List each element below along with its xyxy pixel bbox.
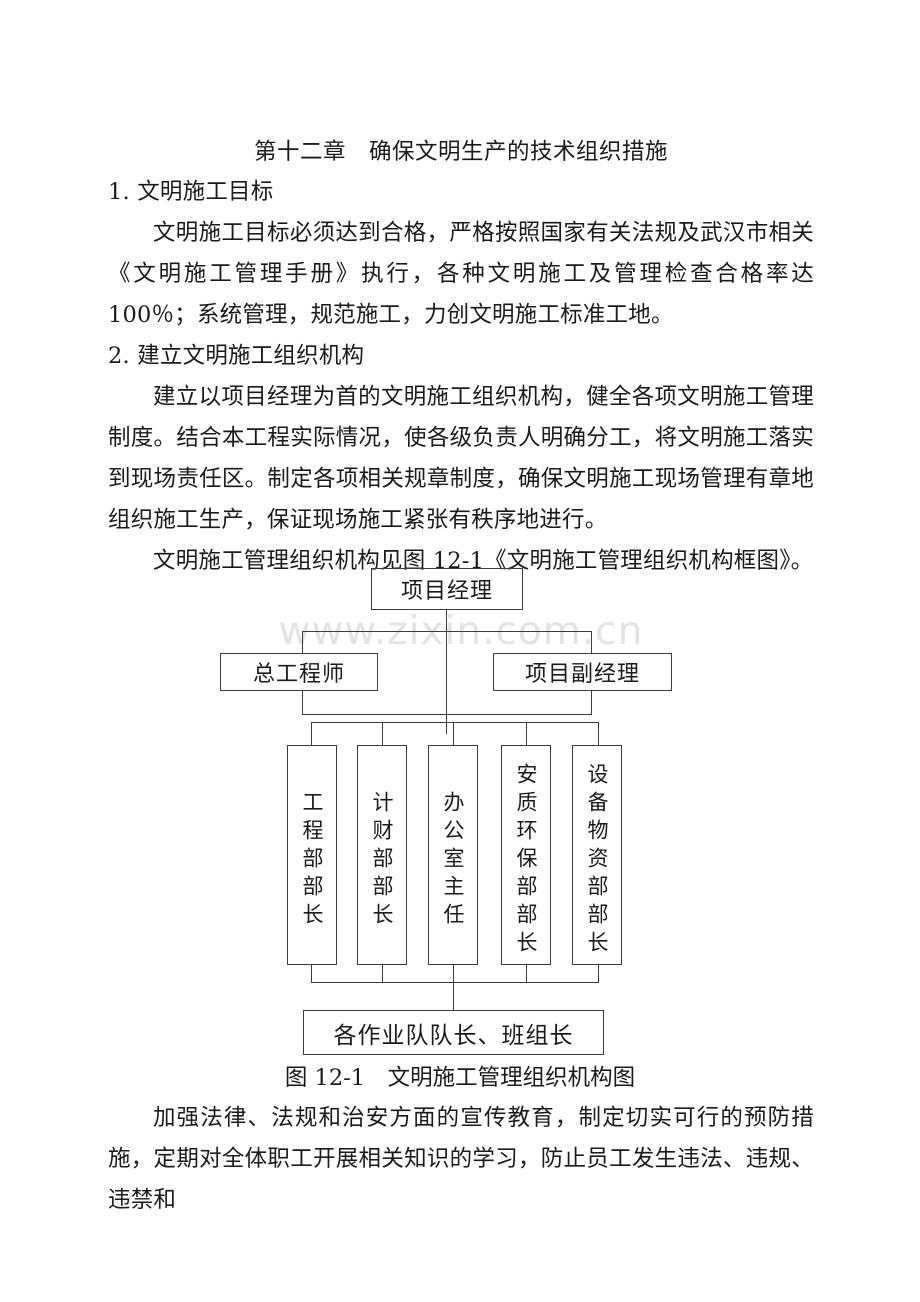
org-node-engineering-department-head: 工程部部长 [287,745,337,965]
connector-level2-left-drop [302,631,304,653]
connector-dept-rise-2 [382,965,384,982]
connector-dept-rise-3 [453,965,455,982]
chapter-title: 第十二章 确保文明生产的技术组织措施 [253,139,668,165]
connector-dept-drop-4 [526,722,528,745]
figure-caption: 图 12-1 文明施工管理组织机构图 [284,1065,636,1091]
connector-dept-drop-2 [382,722,384,745]
connector-level2-join-bus [302,714,592,716]
connector-dept-drop-5 [598,722,600,745]
org-node-safety-quality-environment-department-head: 安质环保部部长 [501,745,551,965]
connector-dept-rise-4 [526,965,528,982]
main-text-column: 第十二章 确保文明生产的技术组织措施 1. 文明施工目标 文明施工目标必须达到合… [108,132,814,582]
org-node-chief-engineer: 总工程师 [220,653,378,691]
org-node-deputy-project-manager: 项目副经理 [493,653,672,691]
connector-bottom-drop [453,982,455,1010]
figure-reference-line: 文明施工管理组织机构见图 12-1《文明施工管理组织机构框图》。 [153,548,814,574]
connector-deputy-manager-down [591,691,593,714]
connector-chief-engineer-down [302,691,304,714]
org-node-team-leaders: 各作业队队长、班组长 [303,1010,604,1055]
org-node-finance-department-head: 计财部部长 [357,745,407,965]
tail-text-column: 加强法律、法规和治安方面的宣传教育，制定切实可行的预防措施，定期对全体职工开展相… [108,1098,814,1221]
org-node-project-manager: 项目经理 [371,568,523,610]
connector-dept-rise-1 [311,965,313,982]
connector-bottom-bus [311,982,599,984]
connector-level2-right-drop [591,631,593,653]
connector-root-spine [446,610,448,734]
org-node-office-director: 办公室主任 [428,745,478,965]
connector-dept-drop-3 [453,722,455,745]
org-node-equipment-materials-department-head: 设备物资部部长 [572,745,622,965]
section-heading-1: 1. 文明施工目标 [108,179,274,205]
connector-department-bus [311,722,599,724]
section-heading-2: 2. 建立文明施工组织机构 [108,343,365,369]
section-body-2: 建立以项目经理为首的文明施工组织机构，健全各项文明施工管理制度。结合本工程实际情… [108,384,814,533]
connector-dept-drop-1 [311,722,313,745]
connector-level2-bus [302,631,592,633]
section-body-1: 文明施工目标必须达到合格，严格按照国家有关法规及武汉市相关《文明施工管理手册》执… [108,220,814,328]
connector-dept-rise-5 [598,965,600,982]
tail-paragraph: 加强法律、法规和治安方面的宣传教育，制定切实可行的预防措施，定期对全体职工开展相… [108,1105,814,1213]
